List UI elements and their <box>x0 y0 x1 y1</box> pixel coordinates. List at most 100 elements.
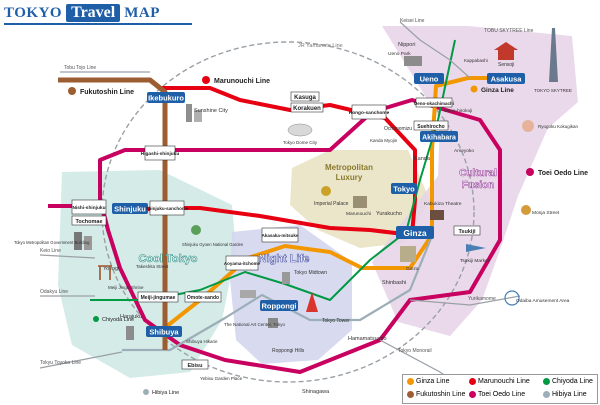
station-shinjuku[interactable]: Shinjuku <box>112 203 148 214</box>
station-aoyama-itchome[interactable]: Aoyama-itchome <box>224 255 261 271</box>
station-higashi-shinjuku[interactable]: Higashi-shinjuku <box>141 145 180 161</box>
spot-tokyo-dome[interactable]: Tokyo Dome City <box>283 123 318 145</box>
svg-text:Tsukiji Market: Tsukiji Market <box>460 258 490 264</box>
yamanote-line-loop[interactable] <box>101 41 475 383</box>
line-label-tokyu-toyoko: Tokyu Toyoko Line <box>40 360 81 366</box>
svg-text:Tokyo Tower: Tokyo Tower <box>322 318 350 324</box>
station-ginza[interactable]: Ginza <box>396 226 434 239</box>
map-title: TOKYO Travel MAP <box>4 3 160 23</box>
svg-text:Ueno Park: Ueno Park <box>388 51 411 57</box>
svg-text:Akasaka-mitsuke: Akasaka-mitsuke <box>262 233 299 238</box>
spot-ameyoko[interactable]: Ameyoko <box>454 148 474 154</box>
svg-text:Ikebukuro: Ikebukuro <box>148 94 184 103</box>
chiyoda-line-track[interactable] <box>90 39 456 301</box>
station-ikebukuro[interactable]: Ikebukuro <box>147 92 185 103</box>
svg-text:Tochomae: Tochomae <box>75 219 102 225</box>
station-omote-sando[interactable]: Omote-sando <box>184 291 222 303</box>
district-night-life[interactable] <box>230 225 352 364</box>
keio-line-track[interactable] <box>39 254 96 259</box>
svg-text:Shinjuku: Shinjuku <box>114 205 146 214</box>
svg-text:Tokyo: Tokyo <box>393 185 415 194</box>
label-yoyogi: Yoyogi <box>103 266 119 272</box>
station-nishi-shinjuku[interactable]: Nishi-shinjuku <box>71 199 107 215</box>
line-label-keio: Keio Line <box>40 248 61 254</box>
fukutoshin-line-track[interactable] <box>58 77 168 350</box>
station-shibuya[interactable]: Shibuya <box>146 326 182 337</box>
yurikamome-track[interactable] <box>409 295 521 306</box>
spot-meiji-jingu[interactable]: Meiji Jingu Shrine <box>98 265 144 290</box>
spot-metro-gov-building[interactable]: Tokyo Metropolitan Government Building <box>14 232 92 250</box>
station-akasaka-mitsuke[interactable]: Akasaka-mitsuke <box>262 227 299 243</box>
line-label-keisei: Keisei Line <box>400 18 425 24</box>
spot-tsukiji-market[interactable]: Tsukiji Market <box>460 244 490 264</box>
spot-tokyo-midtown[interactable]: Tokyo Midtown <box>282 270 327 284</box>
line-label-ginza: Ginza Line <box>470 85 514 94</box>
station-ueno-okachimachi[interactable]: Ueno-okachimachi <box>414 97 454 108</box>
spot-odaiba[interactable]: Odaiba Amusement Area <box>504 290 570 306</box>
district-label-cultural: Cultural <box>459 168 497 179</box>
spot-roppongi-hills[interactable]: Roppongi Hills <box>268 318 305 354</box>
spot-kanda-myojin[interactable]: Kanda Myojin <box>370 138 398 143</box>
legend-ginza: Ginza Line <box>407 378 449 385</box>
line-label-fukutoshin: Fukutoshin Line <box>68 87 134 96</box>
svg-text:Meiji-jingumae: Meiji-jingumae <box>141 295 176 301</box>
station-hongo-sanchome[interactable]: Hongo-sanchome <box>349 104 390 120</box>
station-meiji-jingumae[interactable]: Meiji-jingumae <box>137 291 179 303</box>
station-korakuen[interactable]: Korakuen <box>290 102 324 113</box>
tokyu-toyoko-track[interactable] <box>39 351 123 369</box>
station-akihabara[interactable]: Akihabara <box>420 131 458 142</box>
spot-imperial-palace[interactable]: Imperial Palace <box>314 186 349 207</box>
label-harajuku: Harajuku <box>120 314 142 320</box>
line-label-oedo: Toei Oedo Line <box>526 168 588 177</box>
title-word-map: MAP <box>124 4 160 21</box>
legend-chiyoda: Chiyoda Line <box>543 378 593 385</box>
station-kasuga[interactable]: Kasuga <box>290 91 320 102</box>
svg-text:Roppongi Hills: Roppongi Hills <box>272 348 305 354</box>
svg-text:Ginza: Ginza <box>403 228 426 238</box>
line-label-hibiya: Hibiya Line <box>143 389 179 396</box>
svg-text:Kanda Myojin: Kanda Myojin <box>370 138 398 143</box>
spot-national-art-center[interactable]: The National Art Center, Tokyo <box>224 290 285 327</box>
svg-text:Ueno-okachimachi: Ueno-okachimachi <box>414 101 454 106</box>
station-shinjuku-sanchome[interactable]: Shinjuku-sanchome <box>146 200 189 216</box>
svg-text:Nishi-shinjuku: Nishi-shinjuku <box>72 205 105 211</box>
district-label-night-life: Night Life <box>259 253 310 265</box>
keisei-line-track[interactable] <box>399 21 471 79</box>
svg-text:Kappabashi: Kappabashi <box>464 58 488 63</box>
spot-marunouchi[interactable]: Marunouchi <box>346 196 371 217</box>
spot-tokyo-tower[interactable]: Tokyo Tower <box>306 292 350 324</box>
line-label-marunouchi: Marunouchi Line <box>202 76 270 85</box>
svg-text:Tsukiji: Tsukiji <box>458 229 475 235</box>
spot-ryogoku[interactable]: Ryogoku Kokugikan <box>522 120 579 132</box>
label-shinagawa: Shinagawa <box>302 389 330 395</box>
spot-yebisu-garden[interactable]: Yebisu Garden Place <box>200 376 243 381</box>
line-label-skytree-line: TOBU SKYTREE Line <box>484 28 534 34</box>
svg-text:Meiji Jingu Shrine: Meiji Jingu Shrine <box>108 285 144 290</box>
station-suehirocho[interactable]: Suehirocho <box>413 120 449 131</box>
spot-monja-street[interactable]: Monja Street <box>521 205 560 216</box>
spot-kappabashi[interactable]: Kappabashi <box>464 58 488 63</box>
station-tsukiji[interactable]: Tsukiji <box>453 225 481 236</box>
svg-text:Ryogoku Kokugikan: Ryogoku Kokugikan <box>538 124 579 129</box>
station-ebisu[interactable]: Ebisu <box>181 359 209 370</box>
station-tokyo[interactable]: Tokyo <box>391 183 417 194</box>
station-tochomae[interactable]: Tochomae <box>71 215 107 226</box>
spot-tokyo-skytree[interactable]: TOKYO SKYTREE <box>534 28 572 93</box>
station-ueno[interactable]: Ueno <box>414 73 444 84</box>
station-asakusa[interactable]: Asakusa <box>487 73 525 84</box>
spot-sensoji[interactable]: Sensoji <box>494 42 518 68</box>
spot-sunshine-city[interactable]: Sunshine City <box>186 104 228 122</box>
svg-text:Roppongi: Roppongi <box>262 302 297 311</box>
svg-text:Ginza: Ginza <box>406 266 419 272</box>
legend-fukutoshin-icon <box>407 391 414 398</box>
spot-kabukiza[interactable]: Kabukiza Theatre <box>424 201 462 220</box>
svg-text:Suehirocho: Suehirocho <box>417 124 445 130</box>
label-kanda: Kanda <box>414 156 431 162</box>
spot-ginza[interactable]: Ginza <box>400 246 419 272</box>
spot-ueno-park[interactable]: Ueno Park <box>388 51 422 66</box>
spot-shinjuku-gyoen[interactable]: Shinjuku Gyoen National Garden <box>182 225 244 247</box>
spot-takeshita[interactable]: Takeshita Street <box>136 264 169 269</box>
station-roppongi[interactable]: Roppongi <box>260 300 298 311</box>
spot-shibuya-hikarie[interactable]: Shibuya Hikarie <box>126 326 218 344</box>
svg-text:Sensoji: Sensoji <box>498 62 514 68</box>
